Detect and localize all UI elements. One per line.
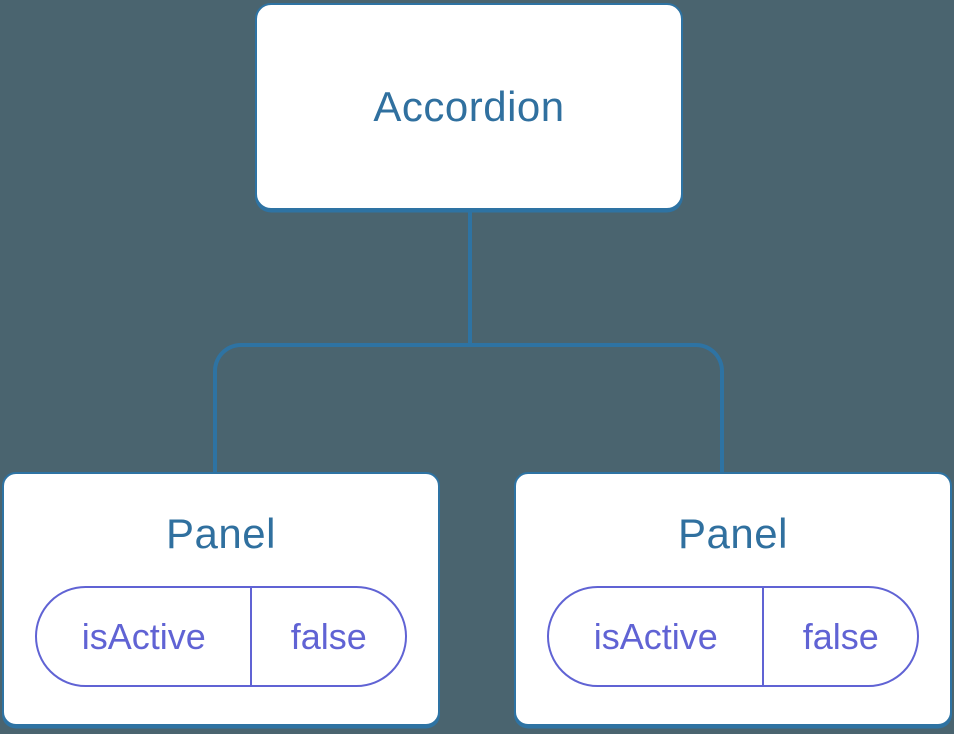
state-key: isActive [37,588,253,685]
state-value: false [290,615,367,657]
state-pill: isActive false [547,586,919,687]
child-node-label: Panel [166,510,276,557]
connector-bracket [213,343,724,472]
state-value: false [802,615,879,657]
root-node-label: Accordion [373,82,565,130]
state-key: isActive [549,588,765,685]
state-pill: isActive false [35,586,407,687]
child-node-label: Panel [678,510,788,557]
child-node-panel-1: Panel isActive false [2,472,440,726]
child-node-panel-2: Panel isActive false [514,472,952,726]
root-node-accordion: Accordion [255,3,683,210]
connector-stem [468,210,472,346]
